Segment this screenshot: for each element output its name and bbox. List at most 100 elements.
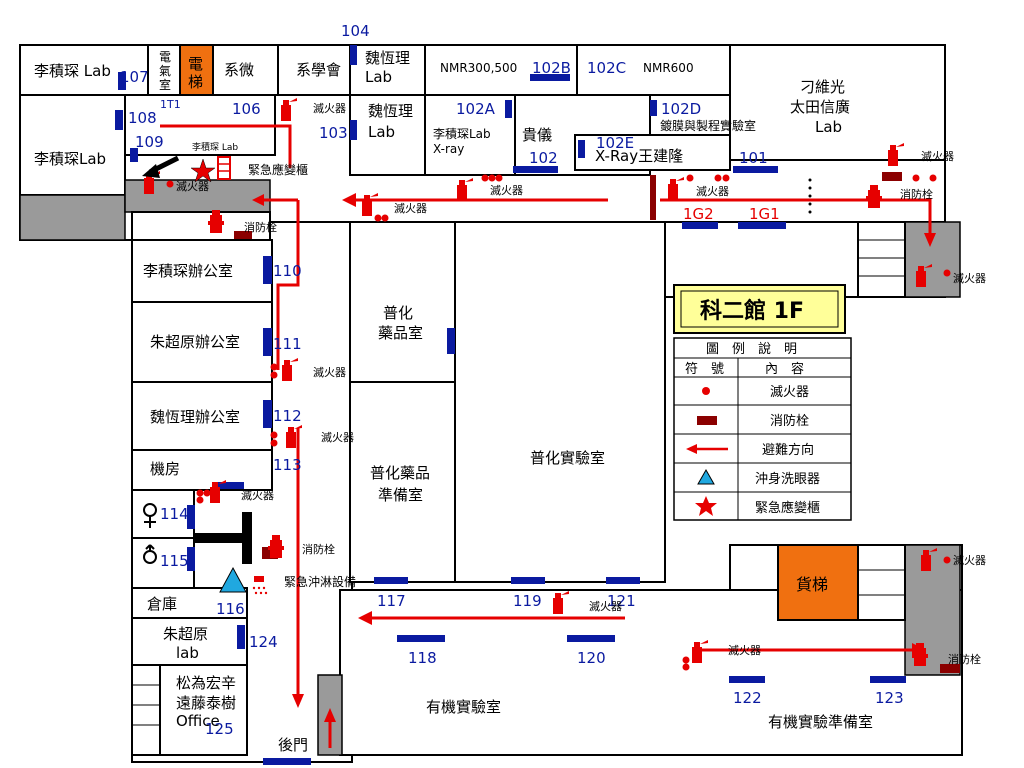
svg-text:1G2: 1G2 (683, 205, 714, 223)
room-label: 倉庫 (147, 595, 177, 613)
route-northeast (660, 198, 932, 237)
room-label: 貨梯 (796, 575, 828, 594)
room-label: NMR300,500 (440, 61, 517, 75)
svg-text:Lab: Lab (365, 68, 392, 86)
eyewash-icon (219, 566, 247, 593)
legend: 圖 例 說 明 符 號 內 容 滅火器 消防栓 避難方向 沖身洗眼器 緊急應變櫃 (673, 337, 852, 521)
marker-labels: 滅火器 滅火器 滅火器 滅火器 滅火器 滅火器 滅火器 滅火器 滅火器 滅火器 … (176, 102, 986, 666)
svg-text:滅火器: 滅火器 (728, 644, 761, 657)
svg-text:122: 122 (733, 689, 762, 707)
svg-text:118: 118 (408, 649, 437, 667)
svg-text:Lab: Lab (815, 118, 842, 136)
svg-text:113: 113 (273, 456, 302, 474)
room-label: 李積琛辦公室 (143, 262, 233, 280)
svg-text:遠藤泰樹: 遠藤泰樹 (176, 694, 236, 712)
svg-text:滅火器: 滅火器 (953, 554, 986, 567)
male-restroom-icon (143, 544, 157, 564)
legend-eyewash-icon (697, 468, 715, 485)
restroom-symbols (143, 503, 157, 564)
legend-route-icon (686, 444, 697, 454)
svg-text:消防栓: 消防栓 (948, 652, 981, 666)
svg-text:避難方向: 避難方向 (762, 442, 814, 458)
svg-text:1G1: 1G1 (749, 205, 780, 223)
partition (195, 512, 252, 564)
room-label: 李積琛 Lab (34, 62, 111, 80)
room-label: 普化實驗室 (530, 449, 605, 467)
svg-text:125: 125 (205, 720, 234, 738)
svg-text:沖身洗眼器: 沖身洗眼器 (755, 471, 820, 487)
svg-text:X-ray: X-ray (433, 142, 464, 156)
room-label: 魏恆理辦公室 (150, 408, 240, 426)
emergency-equipment (142, 155, 268, 595)
svg-text:滅火器: 滅火器 (921, 150, 954, 163)
elevator (179, 44, 214, 96)
svg-text:115: 115 (160, 552, 189, 570)
shower-icon (252, 576, 268, 595)
svg-text:116: 116 (216, 600, 245, 618)
svg-text:117: 117 (377, 592, 406, 610)
route-west-corridor (276, 200, 300, 370)
svg-text:111: 111 (273, 335, 302, 353)
svg-text:普化: 普化 (383, 304, 413, 322)
svg-text:123: 123 (875, 689, 904, 707)
hydrant-icons (208, 185, 928, 666)
svg-text:104: 104 (341, 22, 370, 40)
svg-text:120: 120 (577, 649, 606, 667)
svg-text:102: 102 (529, 149, 558, 167)
svg-text:滅火器: 滅火器 (176, 180, 209, 193)
svg-text:消防栓: 消防栓 (244, 220, 277, 234)
svg-text:103: 103 (319, 124, 348, 142)
svg-text:114: 114 (160, 505, 189, 523)
room-label: 有機實驗室 (426, 698, 501, 716)
svg-text:魏恆理: 魏恆理 (368, 102, 413, 120)
route-corridor-106 (160, 124, 292, 168)
svg-text:松為宏辛: 松為宏辛 (176, 674, 236, 692)
svg-text:102C: 102C (587, 59, 626, 77)
svg-text:滅火器: 滅火器 (321, 431, 354, 444)
svg-text:滅火器: 滅火器 (241, 489, 274, 502)
svg-text:102D: 102D (661, 100, 701, 118)
svg-text:準備室: 準備室 (378, 486, 423, 504)
svg-text:lab: lab (176, 644, 199, 662)
svg-text:106: 106 (232, 100, 261, 118)
svg-text:消防栓: 消防栓 (302, 542, 335, 556)
svg-text:滅火器: 滅火器 (589, 600, 622, 613)
svg-text:魏恆理: 魏恆理 (365, 49, 410, 67)
svg-text:107: 107 (120, 68, 149, 86)
room-label: 系微 (224, 61, 254, 79)
room-label: 緊急應變櫃 (248, 162, 308, 177)
legend-header: 圖 例 說 明 (706, 341, 797, 357)
legend-star-icon (695, 496, 717, 516)
svg-text:滅火器: 滅火器 (313, 366, 346, 379)
svg-text:太田信廣: 太田信廣 (790, 98, 850, 116)
legend-hydrant-icon (697, 416, 717, 425)
svg-text:102E: 102E (596, 134, 634, 152)
svg-text:消防栓: 消防栓 (770, 413, 809, 429)
svg-text:氣: 氣 (159, 64, 171, 78)
page-title: 科二館 1F (700, 298, 804, 324)
svg-text:滅火器: 滅火器 (953, 272, 986, 285)
dotted-partition (808, 178, 812, 214)
room-label: 鍍膜與製程實驗室 (660, 118, 756, 133)
svg-text:1T1: 1T1 (160, 98, 181, 111)
extinguishers (144, 98, 951, 671)
svg-text:滅火器: 滅火器 (394, 202, 427, 215)
svg-text:刁維光: 刁維光 (800, 78, 845, 96)
evacuation-routes (160, 124, 936, 748)
room-label: 機房 (150, 460, 180, 478)
doors (115, 45, 906, 765)
legend-extinguisher-icon (702, 387, 710, 395)
room-label: NMR600 (643, 61, 694, 75)
emergency-cabinet-star-icon (190, 158, 216, 183)
svg-text:滅火器: 滅火器 (490, 184, 523, 197)
svg-text:Lab: Lab (368, 123, 395, 141)
room-label: 系學會 (296, 61, 341, 79)
svg-text:梯: 梯 (188, 73, 203, 91)
svg-text:119: 119 (513, 592, 542, 610)
svg-text:102A: 102A (456, 100, 496, 118)
room-label: 朱超原辦公室 (150, 333, 240, 351)
left-wing-rooms (131, 239, 273, 756)
room-label: 後門 (278, 736, 308, 754)
legend-col-symbol: 符 號 (685, 361, 724, 377)
